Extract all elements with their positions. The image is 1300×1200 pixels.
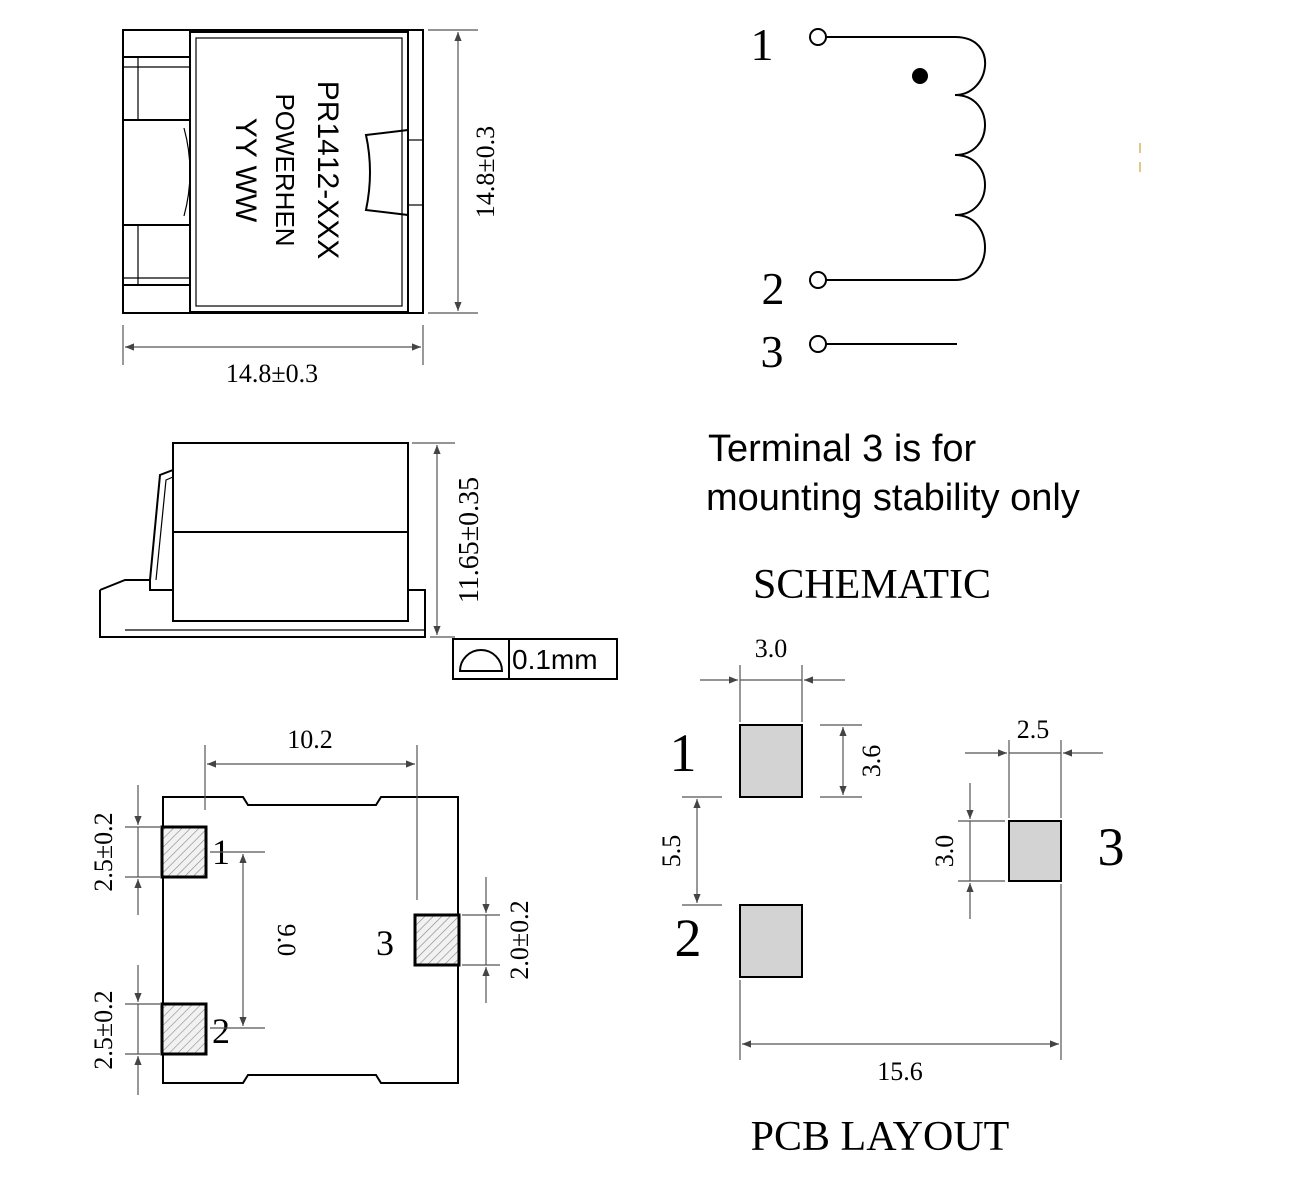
coplanarity-value: 0.1mm — [512, 644, 598, 675]
bottom-pad-lower-label: 2.5±0.2 — [89, 990, 118, 1069]
bottom-view-outline — [162, 796, 459, 1084]
side-height-label: 11.65±0.35 — [454, 477, 485, 603]
schematic-pin-3-label: 3 — [761, 326, 784, 377]
terminal-note-line2: mounting stability only — [706, 477, 1080, 519]
bottom-spacing-label: 9.0 — [272, 924, 301, 957]
schematic-pin-1-label: 1 — [751, 19, 774, 70]
bottom-pad-upper-label: 2.5±0.2 — [89, 812, 118, 891]
schematic-terminal-2 — [809, 271, 827, 289]
pcb-pin-3-label: 3 — [1098, 817, 1125, 877]
bottom-view: 1 2 3 10.2 9.0 2.5±0.2 2.5±0.2 2.0±0.2 — [89, 725, 534, 1095]
schematic-pin-2-label: 2 — [762, 263, 785, 314]
bottom-pin-3-label: 3 — [376, 923, 394, 963]
schematic-coil — [954, 36, 986, 281]
bottom-pad-1 — [160, 825, 208, 879]
top-height-label: 14.8±0.3 — [471, 126, 500, 218]
terminal-note-line1: Terminal 3 is for — [708, 428, 977, 470]
marking-part-number: PR1412-XXX — [311, 81, 344, 259]
pcb-pad3-width-label: 2.5 — [1017, 715, 1050, 744]
pcb-pin-2-label: 2 — [675, 908, 702, 968]
top-view: PR1412-XXX POWERHEN YY WW 14.8±0.3 14.8±… — [122, 29, 500, 388]
top-view-left-clips — [123, 56, 191, 286]
pcb-pad-gap-label: 5.5 — [657, 835, 686, 868]
bottom-pitch-label: 10.2 — [287, 725, 333, 754]
pcb-pad-2 — [739, 904, 803, 978]
pcb-pad-1 — [739, 724, 803, 798]
coplanarity-frame: 0.1mm — [452, 638, 618, 680]
schematic-terminal-1 — [809, 28, 827, 46]
polarity-dot — [912, 68, 928, 84]
side-view-base — [99, 589, 426, 638]
top-view-right-tab — [364, 129, 423, 216]
pcb-overall-label: 15.6 — [877, 1057, 923, 1086]
schematic-terminal-3 — [809, 335, 827, 353]
bottom-pad-3 — [413, 913, 461, 967]
pcb-layout-title: PCB LAYOUT — [751, 1114, 1010, 1160]
side-view-lead — [149, 469, 174, 581]
pcb-pad-3 — [1008, 820, 1062, 882]
bottom-pad-2 — [160, 1002, 208, 1056]
top-width-label: 14.8±0.3 — [226, 359, 318, 388]
pcb-layout: 1 2 3 3.0 3.6 5.5 2.5 3.0 — [657, 634, 1125, 1160]
pcb-pad-height-label: 3.6 — [857, 745, 886, 778]
profile-of-surface-icon — [458, 649, 504, 672]
schematic: 1 2 3 Terminal 3 is for mounting stabili… — [706, 19, 1141, 608]
marking-date-code: YY WW — [229, 118, 262, 223]
marking-brand: POWERHEN — [270, 93, 300, 246]
bottom-pad3-label: 2.0±0.2 — [505, 900, 534, 979]
pcb-pad3-height-label: 3.0 — [930, 835, 959, 868]
pcb-pin-1-label: 1 — [670, 723, 697, 783]
side-view: 11.65±0.35 0.1mm — [99, 442, 618, 680]
pcb-pad-width-label: 3.0 — [755, 634, 788, 663]
bottom-pin-2-label: 2 — [212, 1011, 230, 1051]
schematic-title: SCHEMATIC — [753, 562, 991, 608]
